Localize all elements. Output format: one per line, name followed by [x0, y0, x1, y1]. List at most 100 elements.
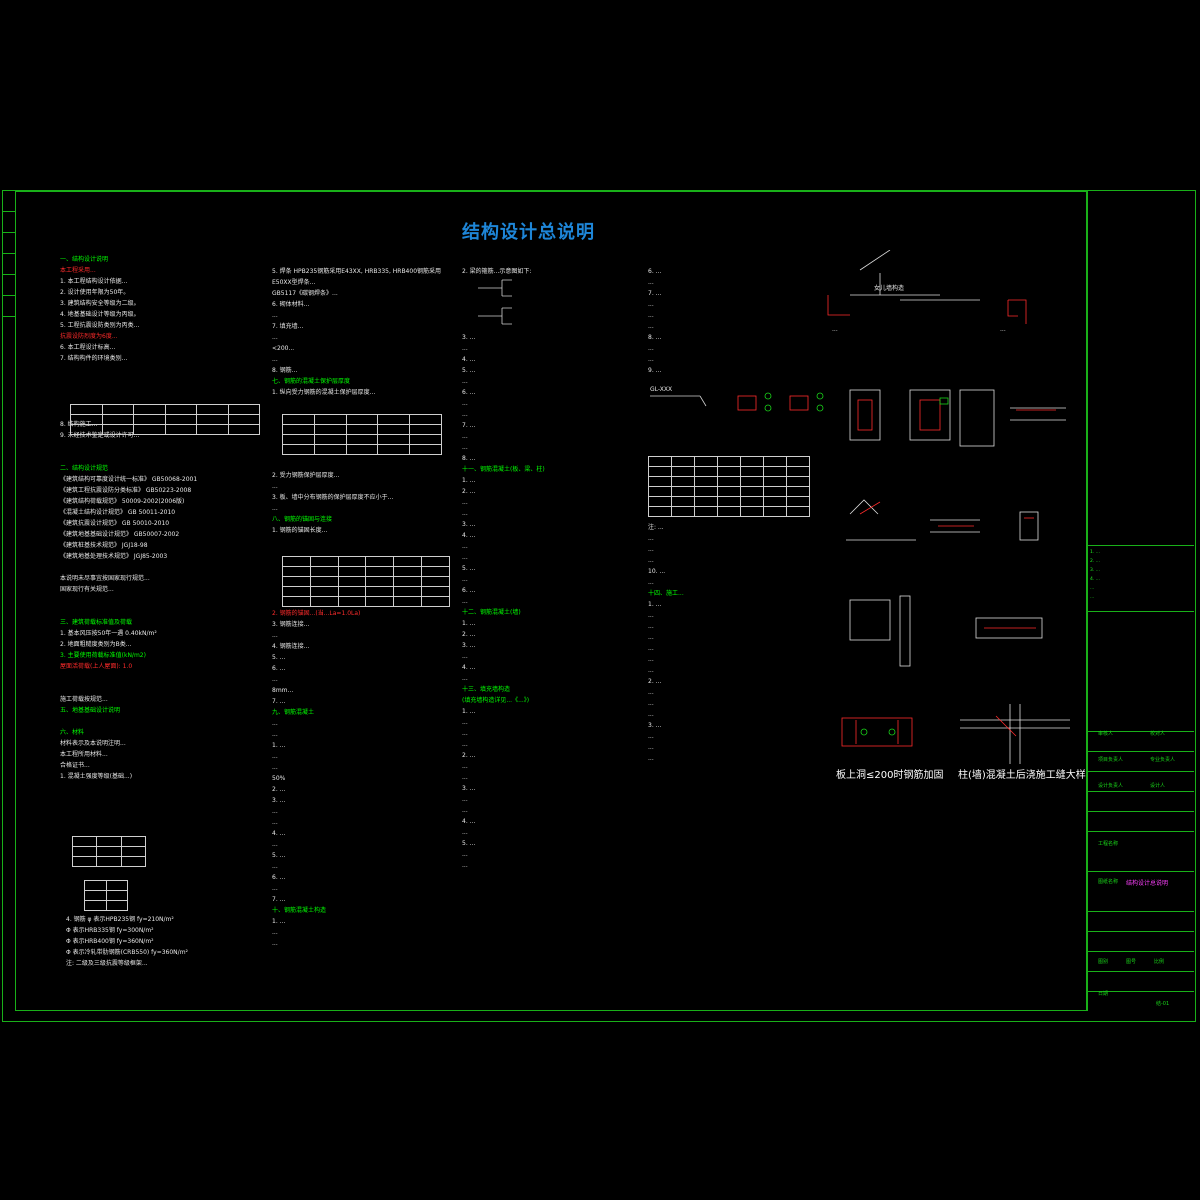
drawing-sheet-frame — [2, 190, 1196, 1022]
col2c-line: ... — [272, 841, 278, 848]
col2c-line: 九、钢筋混凝土 — [272, 709, 315, 716]
col2b-line: 1. 钢筋的锚固长度... — [272, 527, 328, 534]
steel-line: Φ 表示冷轧带肋钢筋(CRB550) fy=360N/m² — [66, 949, 188, 956]
title-block — [1087, 191, 1195, 1011]
col3b-line: 7. ... — [462, 422, 476, 429]
notes-column-4b: 注: ... ... ... ...10. ... ...十四、施工...1. … — [648, 522, 684, 764]
col4b-line: ... — [648, 535, 654, 542]
col2c-line: ... — [272, 764, 278, 771]
col1-line: 1. 本工程结构设计依据... — [60, 278, 128, 285]
col3b-line: ... — [462, 851, 468, 858]
notes-column-2b: 2. 受力钢筋保护层厚度... ...3. 板、墙中分布钢筋的保护层厚度不应小于… — [272, 470, 393, 536]
col1-line — [60, 452, 197, 463]
col3b-line: 1. ... — [462, 708, 476, 715]
col3b-line: ... — [462, 653, 468, 660]
col2-line: E50XX型焊条... — [272, 279, 316, 286]
col2c-line: ... — [272, 676, 278, 683]
col3b-line: ... — [462, 411, 468, 418]
col1-line: 屋面活荷载(上人屋面): 1.0 — [60, 663, 133, 670]
col3b-line: ... — [462, 345, 468, 352]
col3b-line: 4. ... — [462, 818, 476, 825]
col2c-line: ... — [272, 940, 278, 947]
col3b-line: 5. ... — [462, 840, 476, 847]
steel-line: 注: 二级及三级抗震等级框架... — [66, 960, 148, 967]
tb-field-date: 日期 — [1098, 991, 1109, 997]
col3b-line: 4. ... — [462, 532, 476, 539]
col3b-line: ... — [462, 796, 468, 803]
col2c-line: 2. 钢筋的锚固...(当...La=1.0La) — [272, 610, 361, 617]
col1-line: 《建筑结构荷载规范》 50009-2002(2006版) — [60, 498, 185, 505]
col1-line: 《建筑地基基础设计规范》 GB50007-2002 — [60, 531, 180, 538]
col3b-line: ... — [462, 862, 468, 869]
tb-field-project-name: 工程名称 — [1098, 841, 1119, 847]
notes-column-3b: 3. ... ...4. ...5. ... ...6. ... ... ...… — [462, 332, 545, 871]
col4b-line: ... — [648, 667, 654, 674]
col2c-line: ... — [272, 632, 278, 639]
anchorage-length-table — [282, 556, 450, 607]
col3b-line: ... — [462, 829, 468, 836]
col2-line: 8. 钢筋... — [272, 367, 298, 374]
parapet-caption: 女儿墙构造 — [874, 285, 905, 292]
col1-line: 二、结构设计规范 — [60, 465, 109, 472]
steel-notes: 4. 钢筋 φ 表示HPB235钢 fy=210N/m² Φ 表示HRB335钢… — [66, 914, 188, 969]
col3b-line: ... — [462, 543, 468, 550]
right-note-line: 3. ... — [1090, 568, 1101, 573]
col2c-line: 1. ... — [272, 918, 286, 925]
col3b-line: ... — [462, 807, 468, 814]
col1-line: 2. 地面粗糙度类别为B类... — [60, 641, 132, 648]
col2c-line: 4. ... — [272, 830, 286, 837]
lintel-table — [648, 456, 810, 517]
col3b-line: ... — [462, 719, 468, 726]
col1-line: 2. 设计使用年限为50年。 — [60, 289, 130, 296]
col3b-line: 2. ... — [462, 488, 476, 495]
drawing-area — [15, 191, 1087, 1011]
col2c-line: 7. ... — [272, 698, 286, 705]
steel-line: Φ 表示HRB400钢 fy=360N/m² — [66, 938, 154, 945]
col4-line: 6. ... — [648, 268, 662, 275]
col3b-line: 1. ... — [462, 620, 476, 627]
col4b-line: 注: ... — [648, 524, 664, 531]
col4b-line: ... — [648, 733, 654, 740]
col1-line — [60, 606, 197, 617]
col4b-line: 3. ... — [648, 722, 662, 729]
col1-line: 国家现行有关规范... — [60, 586, 114, 593]
col2b-line: ... — [272, 505, 278, 512]
col1-line: 本说明未尽事宜按国家现行规范... — [60, 575, 150, 582]
right-general-notes: 1. ...2. ...3. ...4. ... ... ... — [1090, 548, 1100, 602]
concrete-grade-table — [71, 836, 147, 867]
col1-line: 5. 工程抗震设防类别为丙类... — [60, 322, 140, 329]
col4-line: 7. ... — [648, 290, 662, 297]
col1-line: 1. 混凝土强度等级(基础...) — [60, 773, 133, 780]
col4b-line: ... — [648, 623, 654, 630]
col2-line: 7. 填充墙... — [272, 323, 304, 330]
col2c-line: 5. ... — [272, 852, 286, 859]
col4b-line: ... — [648, 700, 654, 707]
col1-line — [60, 562, 197, 573]
col1-line: 本工程所用材料... — [60, 751, 108, 758]
col3b-line: ... — [462, 400, 468, 407]
tb-field-designer: 设计人 — [1150, 783, 1166, 789]
col4-line: 9. ... — [648, 367, 662, 374]
col4b-line: ... — [648, 645, 654, 652]
right-note-line: 1. ... — [1090, 550, 1101, 555]
col3b-line: ... — [462, 741, 468, 748]
col4b-line: ... — [648, 689, 654, 696]
steel-small-table — [84, 880, 128, 911]
steel-line: 4. 钢筋 φ 表示HPB235钢 fy=210N/m² — [66, 916, 174, 923]
col2c-line: 2. ... — [272, 786, 286, 793]
col3b-line: ... — [462, 554, 468, 561]
col1-line — [60, 375, 197, 386]
tb-field-checker: 校对人 — [1150, 731, 1166, 737]
col4-line: ... — [648, 279, 654, 286]
col2b-line: 八、钢筋的锚固与连接 — [272, 516, 333, 523]
col3b-line: 十一、钢筋混凝土(板、梁、柱) — [462, 466, 545, 473]
right-note-line: ... — [1090, 595, 1095, 600]
col4-line: ... — [648, 301, 654, 308]
col4b-line: ... — [648, 656, 654, 663]
right-note-line: 2. ... — [1090, 559, 1101, 564]
tb-field-scale: 比例 — [1154, 959, 1165, 965]
col1-line: 《建筑地基处理技术规范》 JGJ85-2003 — [60, 553, 168, 560]
stirrup-diagram — [478, 279, 512, 325]
col1-line — [60, 386, 197, 397]
col2c-line: 3. 钢筋连接... — [272, 621, 310, 628]
